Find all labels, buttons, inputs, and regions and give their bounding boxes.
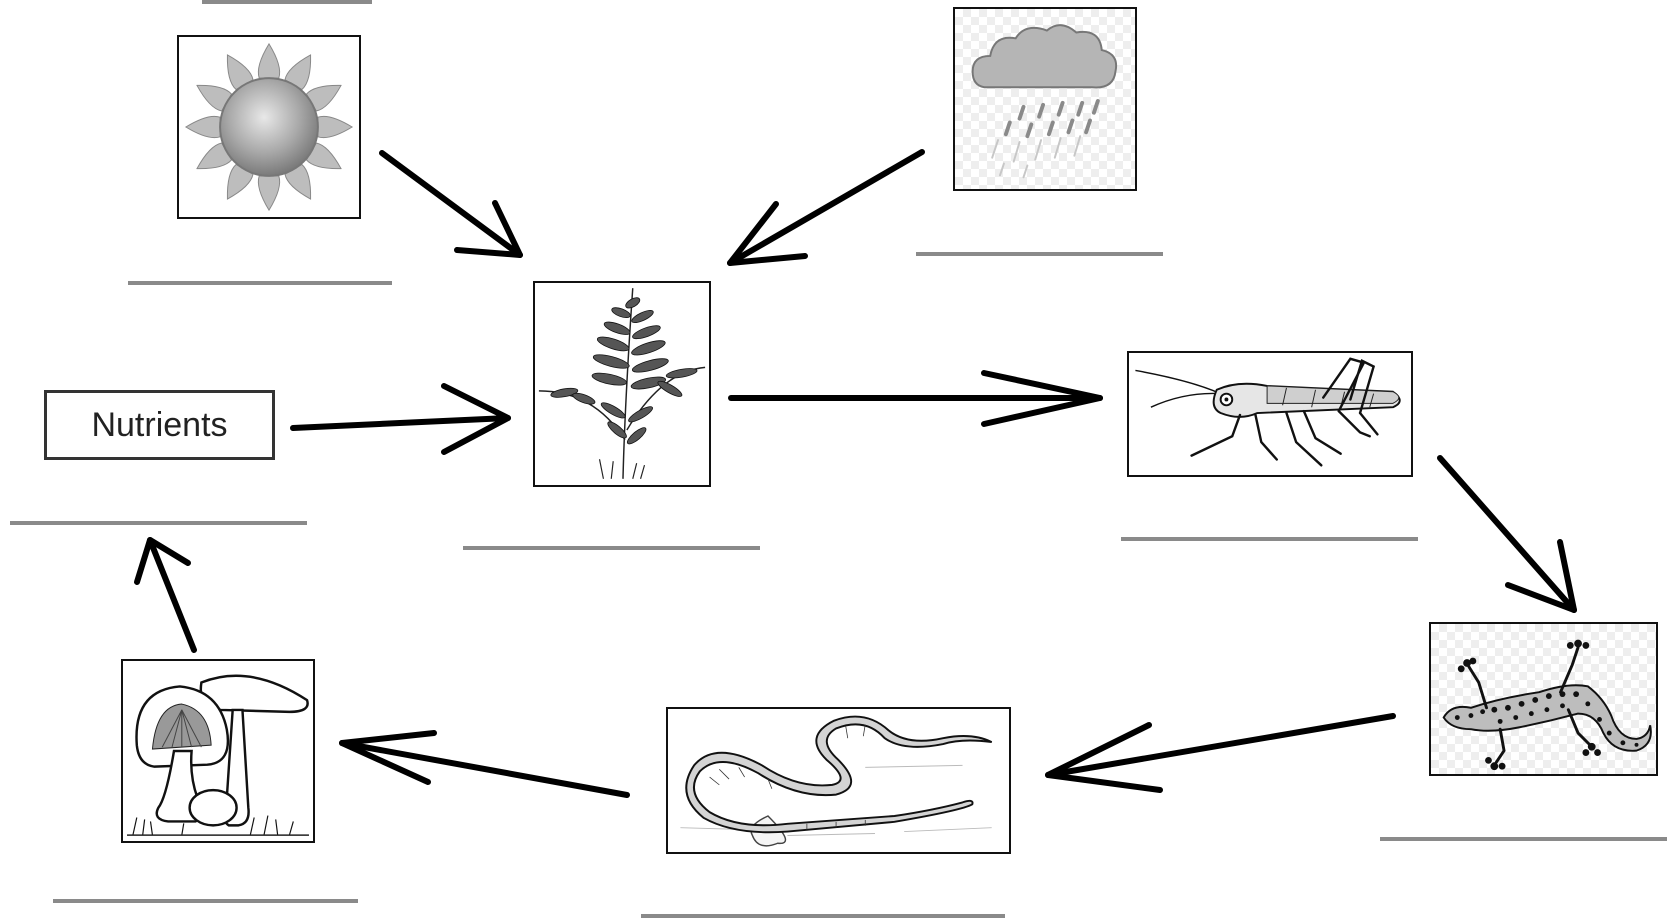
grasshopper-card bbox=[1127, 351, 1413, 477]
answer-line-lizard bbox=[1380, 837, 1667, 841]
answer-line-top-partial bbox=[202, 0, 372, 4]
answer-line-fern bbox=[463, 546, 760, 550]
grasshopper-icon bbox=[1135, 357, 1401, 467]
rain-card bbox=[953, 7, 1137, 191]
sun-icon bbox=[184, 42, 354, 212]
answer-line-sun bbox=[128, 281, 392, 285]
gecko-lizard-icon bbox=[1442, 639, 1652, 771]
arrow-grasshopper-to-lizard bbox=[1437, 455, 1577, 613]
answer-line-snake bbox=[641, 914, 1005, 918]
arrow-nutrients-to-fern bbox=[290, 383, 511, 455]
answer-line-nutrients bbox=[10, 521, 307, 525]
lizard-card bbox=[1429, 622, 1658, 776]
nutrients-label-box: Nutrients bbox=[44, 390, 275, 460]
answer-line-mushroom bbox=[53, 899, 358, 903]
snake-icon bbox=[680, 715, 993, 847]
fern-plant-icon bbox=[538, 288, 706, 479]
arrow-lizard-to-snake bbox=[1045, 713, 1396, 793]
fern-card bbox=[533, 281, 711, 487]
mushroom-card bbox=[121, 659, 315, 843]
sun-card bbox=[177, 35, 361, 219]
arrow-sun-to-fern bbox=[379, 150, 523, 258]
mushroom-icon bbox=[127, 674, 309, 836]
arrow-mushroom-to-nutrients bbox=[134, 537, 197, 653]
arrow-rain-to-fern bbox=[727, 149, 925, 266]
nutrients-label: Nutrients bbox=[91, 405, 228, 444]
arrow-fern-to-grasshopper bbox=[728, 370, 1103, 427]
answer-line-grasshopper bbox=[1121, 537, 1418, 541]
answer-line-rain bbox=[916, 252, 1163, 256]
snake-card bbox=[666, 707, 1011, 854]
arrow-snake-to-mushroom bbox=[339, 730, 630, 798]
rain-cloud-icon bbox=[971, 24, 1118, 179]
